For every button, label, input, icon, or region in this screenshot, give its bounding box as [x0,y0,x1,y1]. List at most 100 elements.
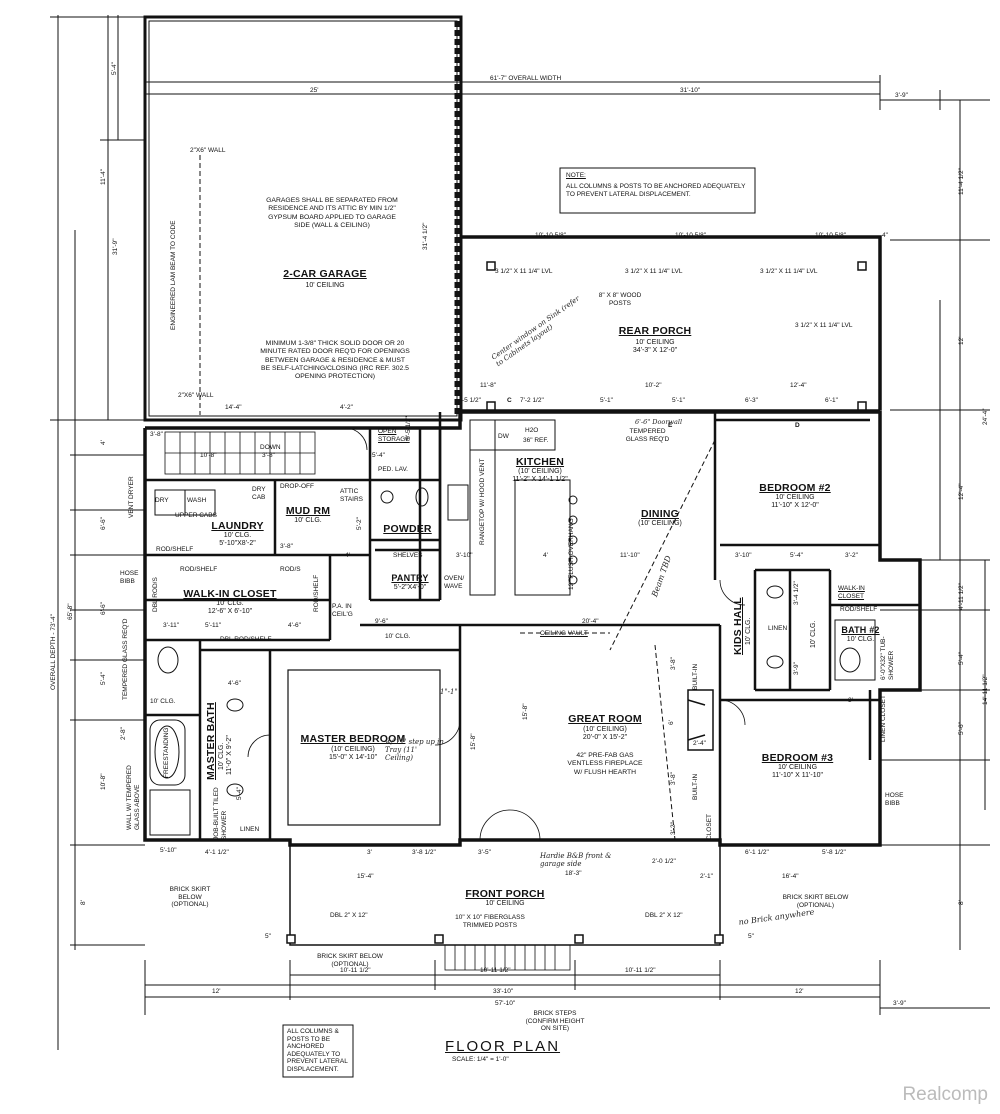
garage-extent-dim: 5'-4" [111,62,118,75]
right-dim-24-4: 24'-4" [982,408,989,425]
beam-dim-d: 4" [882,232,888,239]
bedroom2-ceiling: 10' CEILING [775,494,815,501]
c-dim-3-11: 3'-11" [163,622,180,629]
house-width-dim: 31'-10" [680,87,701,94]
anchor-note-body: ALL COLUMNS & POSTS TO BE ANCHORED ADEQU… [566,183,746,198]
garage-width-dim: 25' [310,87,319,94]
walkin-closet-size: 12'-6" X 6'-10" [207,608,253,615]
flush-overhang-label: 12" FLUSH OVERHANG [568,518,575,590]
f-dim-3-8: 3'-8 1/2" [412,849,436,856]
k-dim-6-1: 6'-1" [825,397,838,404]
right-dim-5-6: 5'-6" [958,722,965,735]
k-dim-6-3: 6'-3" [745,397,758,404]
dining-ceiling: (10' CEILING) [638,520,682,527]
b-dim-10-11a: 10'-11 1/2" [340,967,371,974]
s-dim-10-8: 10'-8" [200,452,217,459]
right-dim-5-4: 5'-4" [958,652,965,665]
master-bedroom-size: 15'-0" X 14'-10" [328,754,378,761]
c-dim-4-6: 4'-6" [288,622,301,629]
master-bath-name: MASTER BATH [205,702,217,780]
kitchen-name: KITCHEN [515,456,565,468]
s-dim-3-8b: 3'-8" [262,452,275,459]
dry-label: DRY [155,497,169,504]
d-dim-11-10: 11'-10" [620,552,640,559]
drawing-title: FLOOR PLAN [445,1038,561,1055]
attic-stairs-label: ATTIC STAIRS [340,488,363,503]
job-shower-label: JOB-BUILT TILED SHOWER [213,787,228,840]
mb-dim-5-4: 5'-4" [236,787,243,800]
kitchen-ceiling: (10' CEILING) [518,468,562,475]
gr-dim-3-8: 3'-8" [670,657,677,670]
tub-wall-label: WALL W/ TEMPERED GLASS ABOVE [126,765,141,830]
f-dim-16-4: 16'-4" [782,873,799,880]
anchor-note-title: NOTE: [566,172,586,179]
mud-room-ceiling: 10' CLG. [294,517,322,524]
realcomp-watermark: Realcomp [902,1084,988,1105]
b-dim-12b: 12' [795,988,804,995]
s-dim-5-2: 5'-2" [356,517,363,530]
great-room-name: GREAT ROOM [568,713,642,725]
s-dim-3-8c: 3'-8" [280,543,293,550]
c-dim-20-4: 20'-4" [582,618,599,625]
gr-dim-15-8b: 15'-8" [522,703,529,720]
oven-label: OVEN/ WAVE [444,575,465,590]
pantry-size: 5'-2"X4'-0" [393,584,427,591]
gr-dim-3-8b: 3'-8" [670,772,677,785]
lvl-label-b: 3 1/2" X 11 1/4" LVL [625,268,683,275]
b-dim-10-11c: 10'-11 1/2" [625,967,656,974]
garage-separation-note: GARAGES SHALL BE SEPARATED FROM RESIDENC… [266,197,398,229]
closet-label: CLOSET [706,813,713,840]
clg-10-hall2: 10' CLG. [810,620,817,648]
d-dim-5-4: 5'-4" [790,552,803,559]
doorwall-handnote: 6'-6" Doorwall [635,418,683,426]
rod-shelf-walkin2: ROD/SHELF [840,606,878,613]
great-room-ceiling: (10' CEILING) [583,726,627,733]
left-dim-5-10: 5'-10" [160,847,177,854]
laundry-name: LAUNDRY [211,520,264,532]
d-dim-3-10b: 3'-10" [735,552,752,559]
ceiling-vault-label: CEILING VAULT [540,630,588,637]
rear-porch-ceiling: 10' CEILING [635,339,675,346]
brick-skirt-right: BRICK SKIRT BELOW (OPTIONAL) [782,894,849,909]
h-dim-3-9: 3'-9" [793,662,800,675]
tray-handnote: w/ 11' step up in Tray (11' Ceiling) [385,738,444,762]
lvl-label-c: 3 1/2" X 11 1/4" LVL [760,268,818,275]
fire-handnote: 1"-1" [440,688,458,696]
kids-hall-ceiling: 10' CLG. [745,617,752,645]
mud-room-name: MUD RM [285,505,331,517]
rangetop-label: RANGETOP W/ HOOD VENT [479,458,486,545]
h-dim-3-4: 3'-4 1/2" [793,581,800,605]
right-offset-dim: 3'-9" [895,92,908,99]
garage-room-name: 2-CAR GARAGE [283,268,367,280]
upper-cabs-label: UPPER CABS [175,512,217,519]
garage-center-depth-dim: 31'-4 1/2" [422,222,429,250]
porch-posts-note: 10" X 10" FIBERGLASS TRIMMED POSTS [455,914,525,929]
k-dim-5-1-2: -5 1/2" [462,397,481,404]
hose-bibb-right: HOSE BIBB [885,792,904,807]
f-dim-2-0: 2'-0 1/2" [652,858,676,865]
f-dim-4-1: 4'-1 1/2" [205,849,229,856]
beam-dim-c: 10'-10 5/8" [815,232,847,239]
left-dim-6-6a: 6'-6" [100,517,107,530]
front-porch-ceiling: 10' CEILING [485,900,525,907]
garage-left-depth-dim: 11'-4" [100,168,107,185]
b-dim-12a: 12' [212,988,221,995]
right-dim-11-4: 11'-4 1/2" [958,168,965,195]
left-dim-8: 8' [80,900,87,905]
wall-2x6-label-top: 2"X6" WALL [190,147,226,154]
shelves-label: SHELVES [393,552,423,559]
dbl-2x12-left: DBL 2" X 12" [330,912,368,919]
dw-label: DW [498,433,509,440]
gr-dim-3-2: 3'-2" [670,822,677,835]
k-dim-5-1a: 5'-1" [600,397,613,404]
porch-dim-10-2: 10'-2" [645,382,662,389]
left-dim-5-4: 5'-4" [100,672,107,685]
f-dim-2-1: 2'-1" [700,873,713,880]
dbl-2x12-right: DBL 2" X 12" [645,912,683,919]
hose-bibb-left: HOSE BIBB [120,570,139,585]
bedroom3-name: BEDROOM #3 [761,752,834,764]
tempered-glass-left: TEMPERED GLASS REQ'D [122,618,129,700]
clg-10-wc: 10' CLG. [150,698,176,705]
kitchen-size: 11'-2" X 14'-1 1/2" [512,476,568,483]
